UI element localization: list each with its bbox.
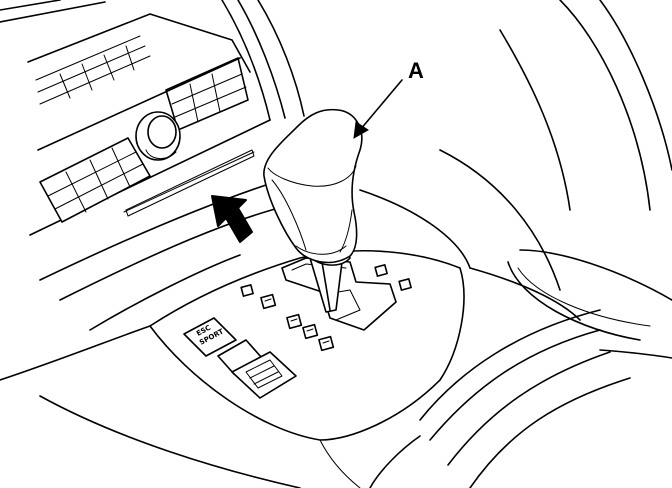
arrow-up-left-icon — [211, 195, 253, 243]
callout-a: A — [353, 58, 424, 139]
dash-slot — [123, 151, 255, 213]
center-stack — [0, 0, 305, 236]
callout-label: A — [408, 58, 424, 83]
shift-knob — [263, 108, 363, 264]
seat-outline — [499, 0, 672, 359]
climate-button-grid — [39, 137, 151, 223]
gear-indicators — [240, 264, 412, 352]
shift-panel — [149, 250, 465, 441]
console-body — [0, 149, 631, 488]
leader-arrow-icon — [359, 79, 403, 131]
panel-slot — [125, 149, 255, 217]
mode-switch-cluster: ESC SPORT — [183, 317, 297, 399]
shift-gate — [240, 257, 412, 352]
audio-button-block — [165, 57, 249, 131]
upper-vent-grid — [35, 35, 151, 105]
volume-knob — [135, 111, 181, 161]
